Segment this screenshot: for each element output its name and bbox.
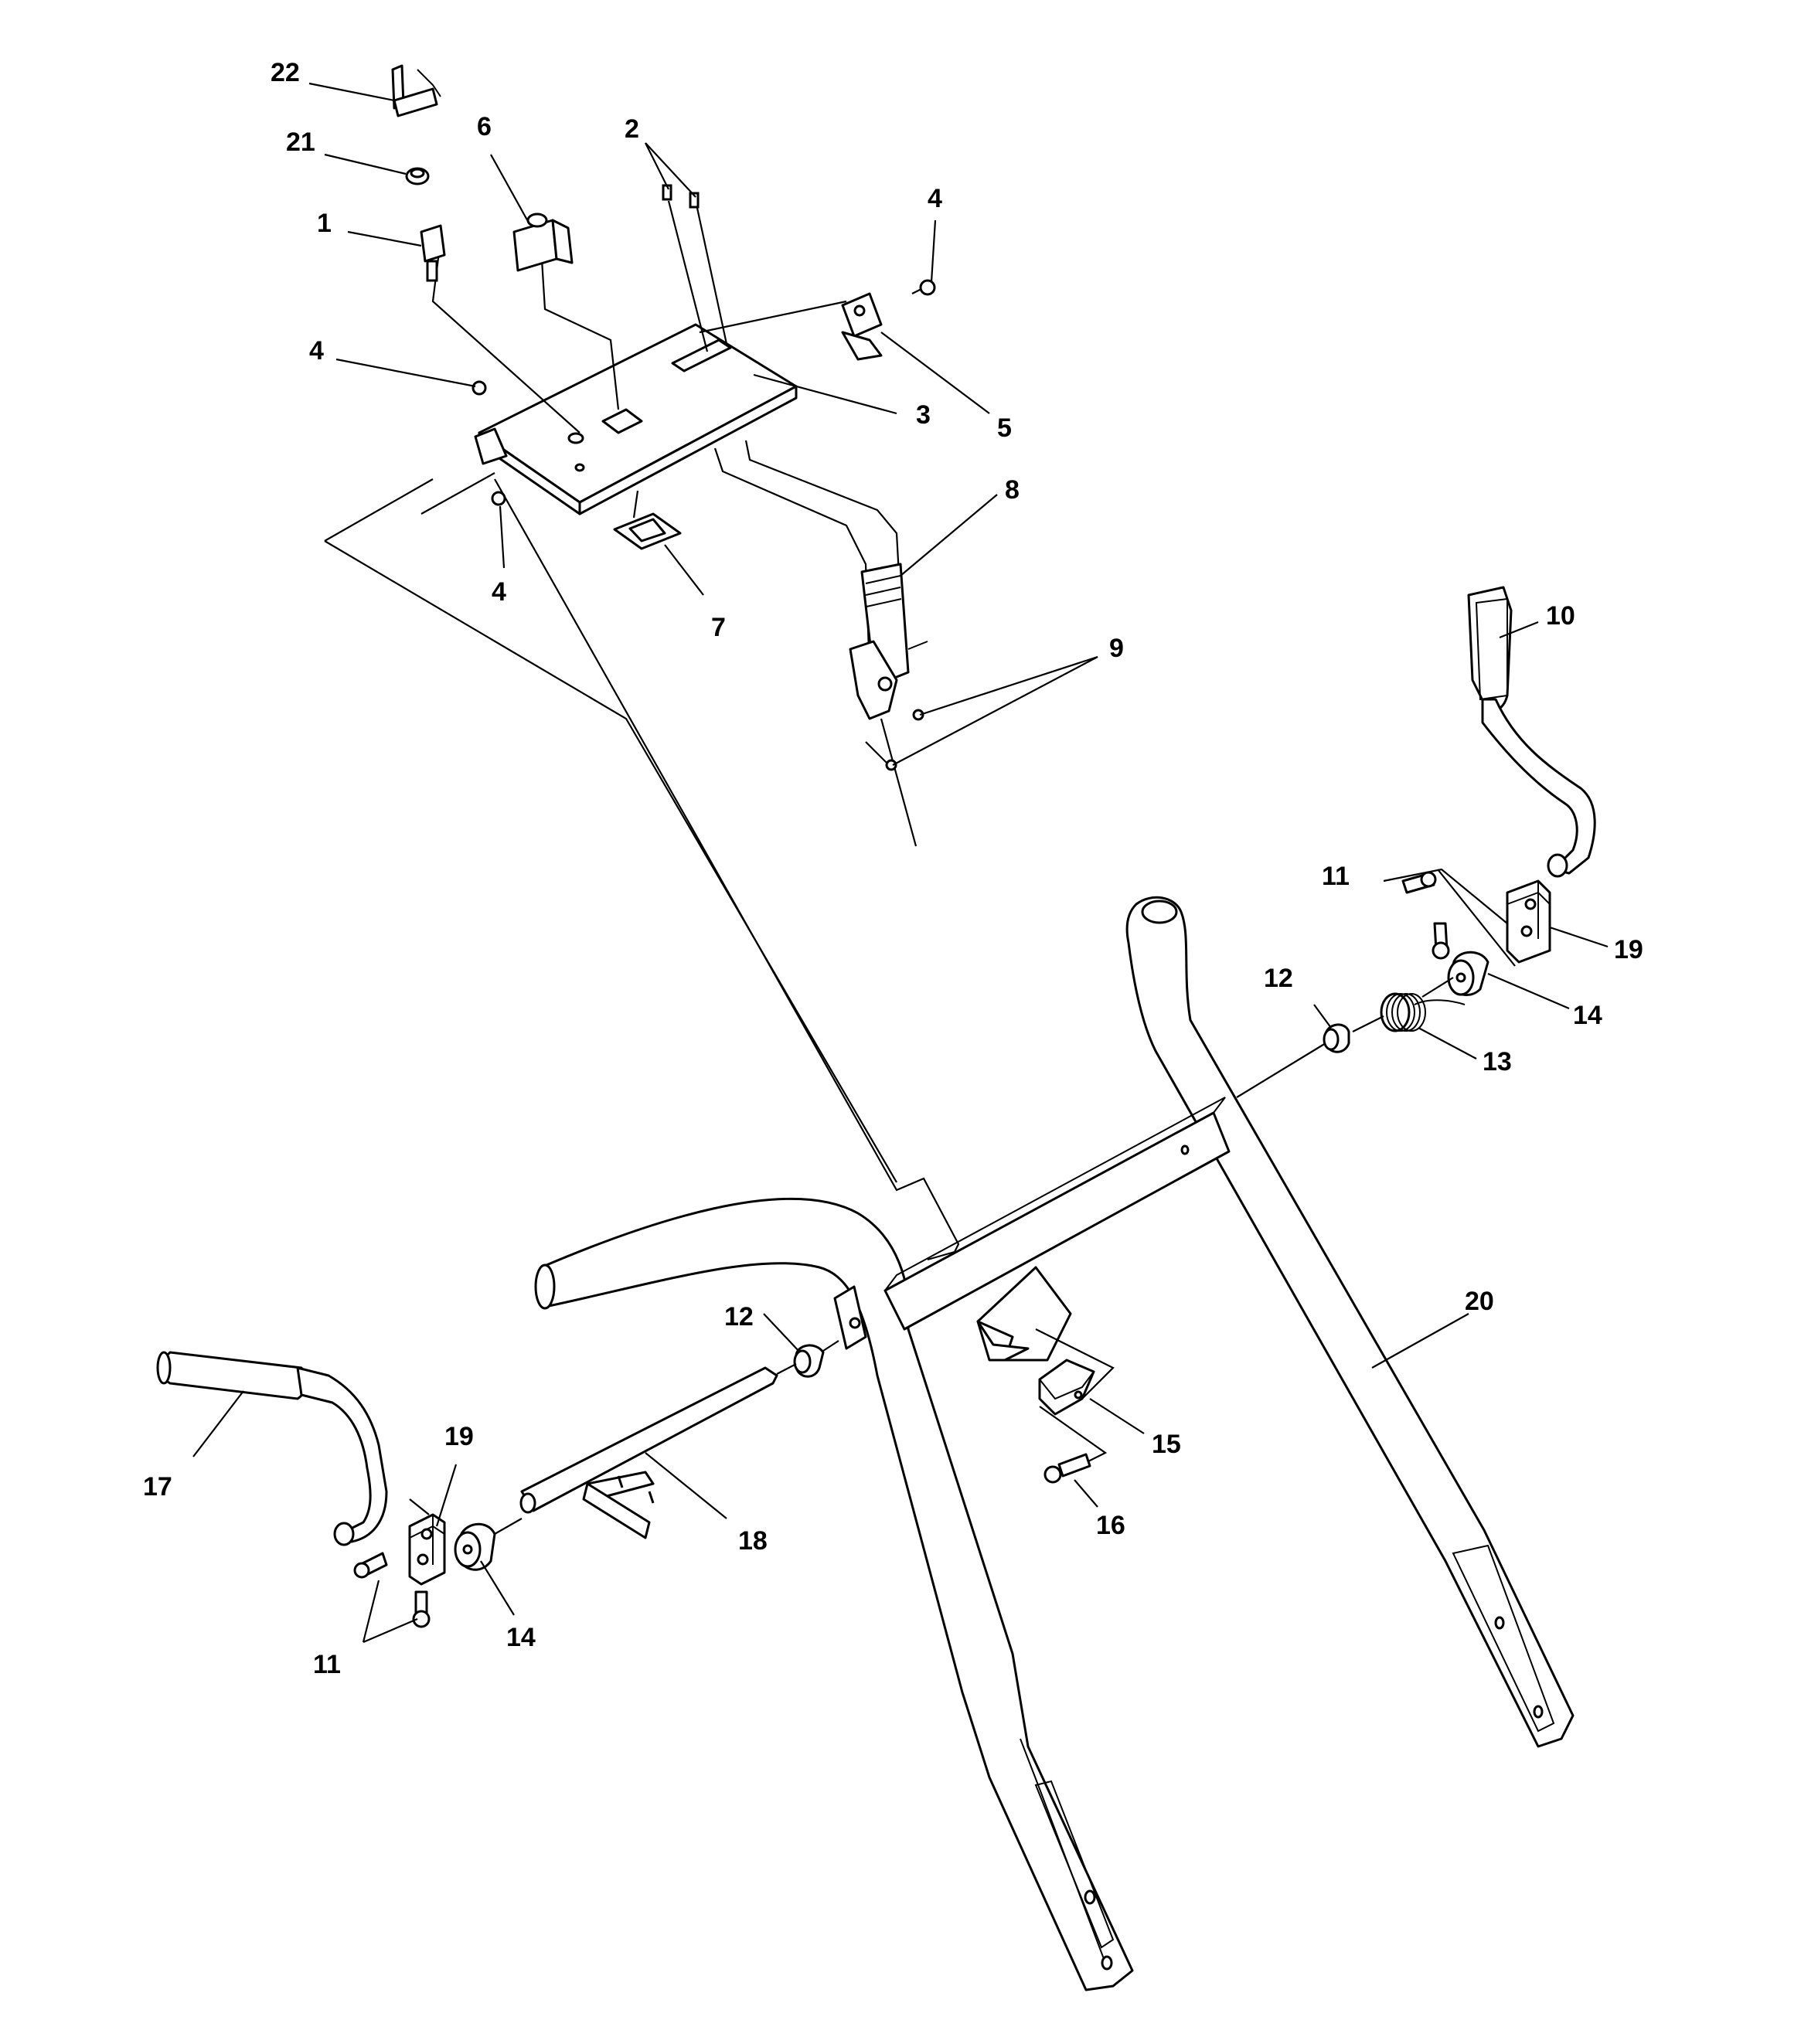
callout-12-left: 12 <box>724 1302 754 1331</box>
callout-13: 13 <box>1483 1047 1512 1076</box>
callout-4-bottom: 4 <box>492 577 506 607</box>
callout-22: 22 <box>271 58 300 87</box>
callout-5: 5 <box>997 413 1012 443</box>
callout-6: 6 <box>477 112 492 141</box>
spacer-15 <box>1038 1359 1095 1416</box>
leader-lines <box>192 82 1609 1616</box>
screw-11b <box>353 1552 431 1628</box>
callout-18: 18 <box>738 1526 768 1556</box>
part-21-gear <box>405 167 430 185</box>
lever-8 <box>849 563 928 720</box>
callout-10: 10 <box>1546 601 1575 631</box>
shift-block-19a <box>1506 879 1551 964</box>
bushing-12a <box>1323 1023 1350 1053</box>
part-5-clip <box>841 292 883 361</box>
part-7-grommet <box>613 512 682 550</box>
callout-labels: 22 21 1 6 2 4 4 4 3 5 8 7 9 10 11 19 12 … <box>143 58 1643 1679</box>
spring-13 <box>1380 992 1466 1032</box>
part-22-bracket <box>391 64 441 117</box>
callout-7: 7 <box>711 613 726 642</box>
bushing-14b <box>454 1522 496 1571</box>
control-rod <box>494 478 960 1261</box>
callout-4-top-right: 4 <box>928 184 942 213</box>
callout-20: 20 <box>1465 1287 1494 1316</box>
callout-17: 17 <box>143 1472 172 1502</box>
part-1-switch <box>420 224 446 282</box>
bushing-14a <box>1447 951 1489 996</box>
callout-16: 16 <box>1096 1511 1125 1540</box>
shift-lever-10 <box>1467 586 1596 878</box>
callout-21: 21 <box>286 128 315 157</box>
callout-2: 2 <box>625 114 639 144</box>
shift-lever-17 <box>156 1351 388 1546</box>
cable-8 <box>713 447 871 673</box>
control-panel <box>478 323 798 515</box>
bushing-12b <box>793 1344 825 1378</box>
callout-14-right: 14 <box>1573 1001 1602 1030</box>
part-9-nuts <box>885 709 924 771</box>
callout-8: 8 <box>1005 475 1020 505</box>
part-4-nuts <box>472 279 936 506</box>
handle-frame <box>534 896 1575 1991</box>
callout-19-left: 19 <box>444 1422 474 1451</box>
callout-14-left: 14 <box>506 1623 536 1652</box>
callout-19-right: 19 <box>1614 935 1643 964</box>
shaft-18 <box>519 1366 778 1539</box>
callout-4-left: 4 <box>309 336 324 366</box>
screw-11a <box>1401 871 1450 960</box>
part-6-switch <box>512 213 574 272</box>
callout-11-left: 11 <box>313 1650 341 1679</box>
callout-9: 9 <box>1109 634 1124 663</box>
screw-16 <box>1043 1453 1091 1484</box>
callout-3: 3 <box>916 400 931 430</box>
callout-1: 1 <box>317 209 332 238</box>
shift-block-19b <box>408 1513 446 1586</box>
callout-12-right: 12 <box>1264 964 1293 993</box>
callout-15: 15 <box>1152 1430 1181 1459</box>
callout-11-right: 11 <box>1322 862 1350 891</box>
